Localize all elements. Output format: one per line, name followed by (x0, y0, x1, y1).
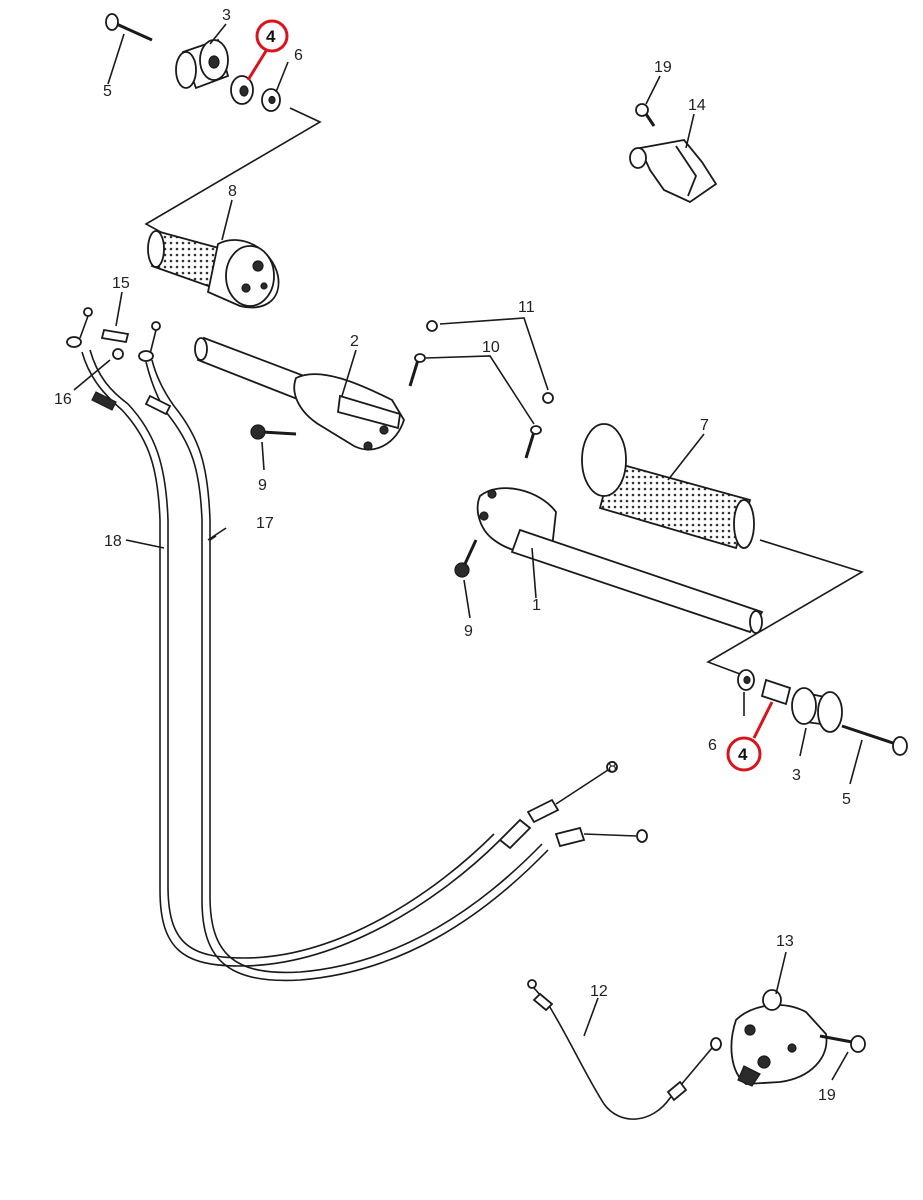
label-3-top: 3 (222, 7, 231, 24)
leader-8a (221, 199, 233, 241)
label-2: 2 (350, 333, 359, 350)
leader-9a (261, 441, 265, 471)
label-9-left: 9 (258, 477, 267, 494)
screw-9-left (250, 424, 297, 440)
bar-end-weight-top (175, 38, 230, 90)
bracket-14 (629, 139, 718, 204)
leader-11 (439, 317, 549, 391)
label-9-right: 9 (464, 623, 473, 640)
left-switch-assembly (194, 336, 405, 451)
left-grip (581, 423, 755, 550)
screw-19-top (635, 103, 656, 127)
bar-end-bolt-right (841, 724, 908, 756)
leader-13 (775, 951, 787, 995)
label-19-bottom: 19 (818, 1087, 836, 1104)
label-11: 11 (518, 299, 535, 316)
leader-9b (463, 579, 471, 619)
cable-ends-lower (498, 761, 648, 850)
throttle-cables (81, 349, 549, 982)
leader-2 (341, 349, 357, 397)
throttle-grip (147, 230, 280, 309)
leader-5a (107, 33, 125, 85)
bar-end-weight-right (791, 687, 843, 733)
leader-7 (667, 433, 705, 481)
leader-3b (799, 727, 807, 757)
label-8-cable: 8 (608, 759, 617, 776)
leader-15 (115, 291, 123, 327)
cable-ends-top (66, 307, 161, 362)
leader-17 (209, 535, 217, 541)
leader-19a (645, 75, 661, 105)
leader-19b (831, 1051, 849, 1081)
leader-3a (209, 23, 227, 45)
right-switch-assembly (476, 487, 764, 634)
washer-top (261, 88, 281, 112)
leader-5b (849, 739, 863, 785)
assembly-bracket-right (706, 539, 864, 675)
leader-14 (685, 113, 695, 149)
washer-right (737, 669, 755, 691)
collar-right (760, 678, 792, 706)
leader-6a (275, 61, 289, 93)
collar-top (230, 75, 254, 105)
bar-end-bolt-top (105, 13, 153, 42)
cable-12 (527, 979, 722, 1120)
screw-19-bottom (819, 1034, 866, 1053)
label-8-grip: 8 (228, 183, 237, 200)
label-7: 7 (700, 417, 709, 434)
label-17: 17 (256, 515, 274, 532)
screws-10-11 (408, 320, 554, 459)
label-15: 15 (112, 275, 130, 292)
leader-12 (583, 997, 599, 1037)
label-4-right: 4 (738, 745, 748, 764)
label-18: 18 (104, 533, 122, 550)
label-16: 16 (54, 391, 72, 408)
label-6-right: 6 (708, 737, 717, 754)
label-6-top: 6 (294, 47, 303, 64)
label-14: 14 (688, 97, 706, 114)
highlight-circle-4-right (726, 736, 762, 772)
label-13: 13 (776, 933, 794, 950)
lever-bracket-13 (730, 989, 828, 1087)
leader-1 (531, 547, 537, 599)
label-4-top: 4 (266, 27, 276, 46)
assembly-bracket-left (144, 107, 322, 237)
label-3-right: 3 (792, 767, 801, 784)
leader-18 (125, 539, 165, 549)
highlight-circle-4-top (255, 19, 289, 53)
label-10: 10 (482, 339, 500, 356)
screw-9-right (454, 539, 478, 578)
highlight-leader-4-top (246, 50, 268, 81)
label-5-right: 5 (842, 791, 851, 808)
highlight-leader-4-right (752, 701, 774, 739)
label-12: 12 (590, 983, 608, 1000)
label-1: 1 (532, 597, 541, 614)
label-19-top: 19 (654, 59, 672, 76)
leader-10 (425, 355, 535, 425)
leader-17b (207, 527, 227, 541)
label-5-top: 5 (103, 83, 112, 100)
